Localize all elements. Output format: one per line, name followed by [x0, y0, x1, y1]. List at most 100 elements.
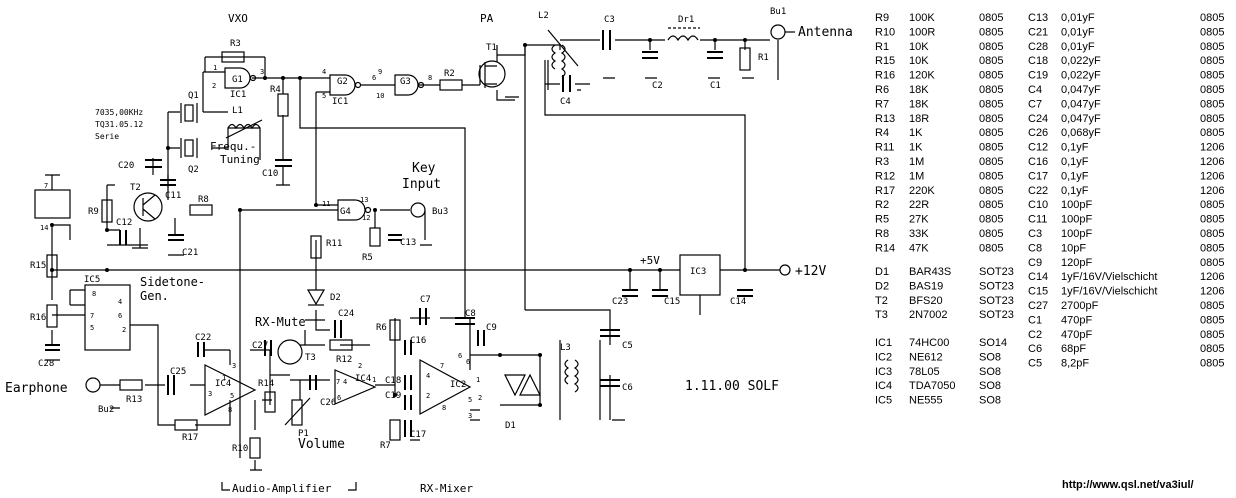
pin-label-11: 12	[362, 214, 370, 222]
bom-capacitor-value-c6: 68pF	[1061, 343, 1086, 355]
bom-capacitor-pkg-c27: 0805	[1200, 300, 1224, 312]
bom-resistor-value-r10: 100R	[909, 26, 935, 38]
bom-ic-pkg-ic1: SO14	[979, 337, 1007, 349]
resistor-r5-symbol	[369, 227, 381, 247]
pin-label-18: 5	[90, 324, 94, 332]
resistor-r1-symbol	[739, 47, 751, 71]
bom-capacitor-pkg-c26: 0805	[1200, 127, 1224, 139]
component-label-c25: C25	[170, 367, 186, 377]
bom-capacitor-ref-c4: C4	[1028, 84, 1042, 96]
resistor-r11-symbol	[310, 235, 322, 259]
bom-capacitor-value-c21: 0,01yF	[1061, 26, 1095, 38]
bom-capacitor-value-c7: 0,047yF	[1061, 98, 1101, 110]
pin-label-12: 14	[40, 224, 48, 232]
component-label-r2: R2	[444, 69, 455, 79]
component-label-r1: R1	[758, 53, 769, 63]
component-label-r8: R8	[198, 195, 209, 205]
bom-resistor-pkg-r6: 0805	[979, 84, 1003, 96]
bom-capacitor-value-c2: 470pF	[1061, 329, 1092, 341]
bom-resistor-value-r6: 18K	[909, 84, 929, 96]
bom-capacitor-value-c17: 0,1yF	[1061, 170, 1089, 182]
bom-capacitor-ref-c10: C10	[1028, 199, 1048, 211]
bom-capacitor-pkg-c11: 0805	[1200, 214, 1224, 226]
label-url: http://www.qsl.net/va3iul/	[1062, 479, 1194, 491]
inductor-l1-symbol	[227, 123, 261, 130]
capacitor-c21-symbol	[168, 234, 184, 241]
pin-label-17: 6	[118, 312, 122, 320]
resistor-r16-symbol	[46, 304, 58, 328]
audio-amplifier-bracket	[221, 482, 357, 491]
bom-capacitor-ref-c2: C2	[1028, 329, 1042, 341]
bom-capacitor-ref-c16: C16	[1028, 156, 1048, 168]
bom-resistor-value-r14: 47K	[909, 242, 929, 254]
ic3-regulator-box	[679, 254, 721, 296]
gate-g4-symbol	[337, 199, 366, 221]
transistor-t2-symbol	[133, 192, 163, 222]
bom-semi-ref-t2: T2	[875, 295, 888, 307]
bom-resistor-ref-r15: R15	[875, 55, 895, 67]
bom-capacitor-ref-c19: C19	[1028, 70, 1048, 82]
capacitor-c7-symbol	[419, 308, 427, 325]
bom-capacitor-value-c28: 0,01yF	[1061, 41, 1095, 53]
crystal-q2-symbol	[184, 139, 194, 157]
bom-semi-pkg-d1: SOT23	[979, 266, 1014, 278]
bom-capacitor-ref-c13: C13	[1028, 12, 1048, 24]
component-label-r14: R14	[258, 379, 274, 389]
bom-ic-pkg-ic2: SO8	[979, 351, 1001, 363]
component-label-c7: C7	[420, 295, 431, 305]
bom-capacitor-pkg-c21: 0805	[1200, 26, 1224, 38]
capacitor-c10-symbol	[275, 159, 292, 167]
component-label-c1: C1	[710, 81, 721, 91]
resistor-r9-symbol	[101, 199, 113, 223]
bom-capacitor-ref-c6: C6	[1028, 343, 1042, 355]
bom-capacitor-ref-c8: C8	[1028, 242, 1042, 254]
bom-ic-ref-ic3: IC3	[875, 366, 892, 378]
bom-capacitor-value-c9: 120pF	[1061, 257, 1092, 269]
earphone-jack-bu2-symbol	[85, 377, 101, 393]
resistor-r13-symbol	[119, 379, 143, 391]
component-label-d1: D1	[505, 421, 516, 431]
capacitor-c27-symbol	[264, 340, 272, 356]
component-label-c10: C10	[262, 169, 278, 179]
bom-resistor-ref-r11: R11	[875, 142, 894, 154]
bom-capacitor-pkg-c4: 0805	[1200, 84, 1224, 96]
transformer-l3-symbol	[573, 359, 579, 393]
component-label-r9: R9	[88, 207, 99, 217]
bom-resistor-pkg-r11: 0805	[979, 142, 1003, 154]
bom-resistor-ref-r8: R8	[875, 228, 889, 240]
bom-capacitor-pkg-c9: 0805	[1200, 257, 1224, 269]
component-label-bu2: Bu2	[98, 405, 114, 415]
bom-ic-ref-ic5: IC5	[875, 395, 892, 407]
amplifier-ic4b-symbol	[334, 369, 377, 405]
bom-resistor-ref-r17: R17	[875, 185, 895, 197]
pin-label-7: 10	[376, 92, 384, 100]
capacitor-c17-symbol	[404, 420, 412, 437]
bom-capacitor-ref-c28: C28	[1028, 41, 1048, 53]
bom-ic-ref-ic2: IC2	[875, 351, 892, 363]
symbols	[34, 24, 795, 471]
mixer-ic2-symbol	[419, 358, 472, 416]
component-label-g4: G4	[340, 207, 351, 217]
ic5-ne555-box	[84, 284, 131, 351]
capacitor-c18-symbol	[404, 375, 412, 390]
label-freq-line2: Tuning	[220, 153, 260, 166]
pin-label-35: 2	[478, 394, 482, 402]
component-label-c15: C15	[664, 297, 680, 307]
key-jack-bu3-symbol	[410, 202, 426, 218]
resistor-r10-symbol	[249, 437, 261, 459]
component-label-d2: D2	[330, 293, 341, 303]
component-label-t2: T2	[130, 183, 141, 193]
bom-capacitor-value-c8: 10pF	[1061, 242, 1086, 254]
bom-semi-ref-d1: D1	[875, 266, 889, 278]
bom-resistor-value-r13: 18R	[909, 113, 929, 125]
bom-capacitor-ref-c22: C22	[1028, 185, 1048, 197]
gate-g1-symbol	[224, 67, 251, 89]
component-label-r12: R12	[336, 355, 352, 365]
bom-ic-value-ic4: TDA7050	[909, 380, 955, 392]
pin-label-22: 8	[228, 406, 232, 414]
component-label-c18: C18	[385, 376, 401, 386]
bom-resistor-value-r2: 22R	[909, 199, 929, 211]
bom-capacitor-pkg-c1: 0805	[1200, 314, 1224, 326]
bom-resistor-value-r12: 1M	[909, 170, 924, 182]
